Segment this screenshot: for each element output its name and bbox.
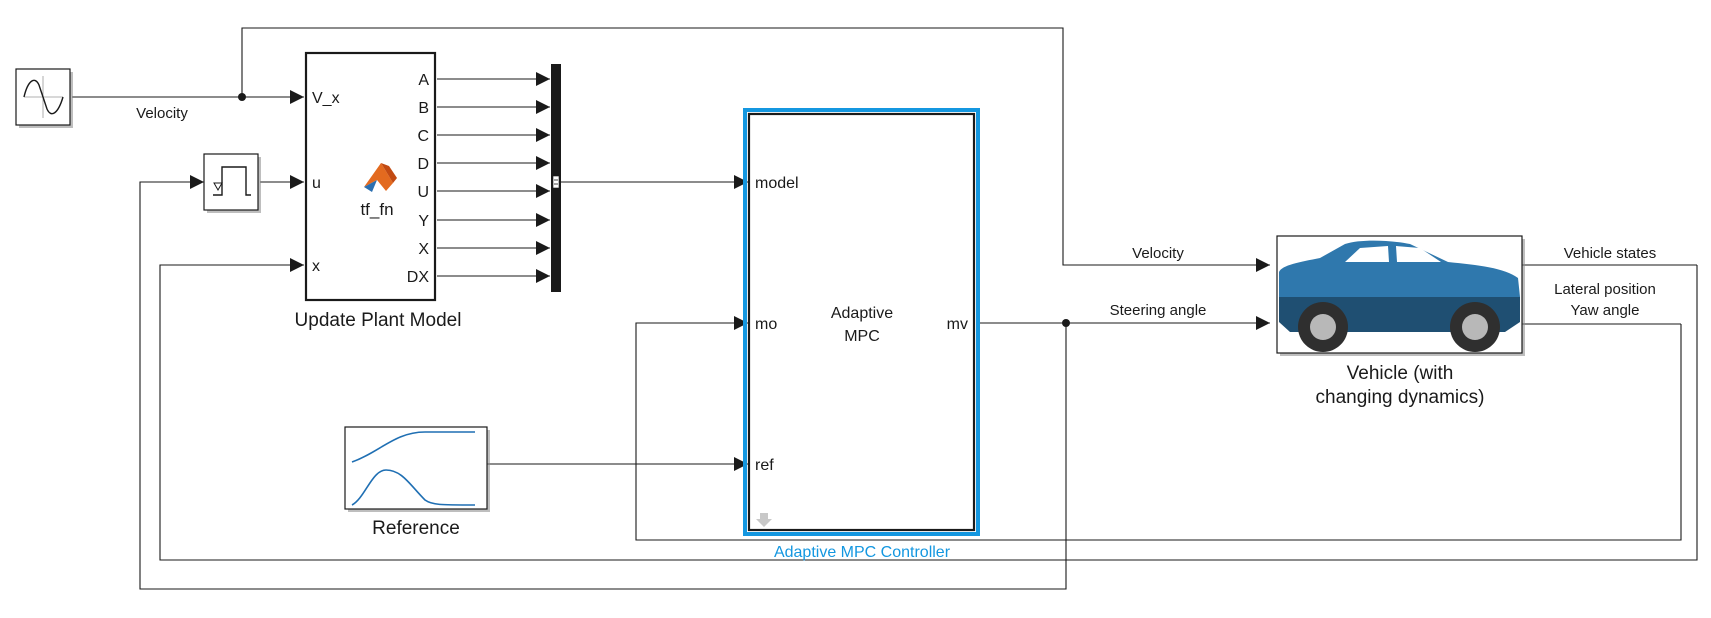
selection-highlight: [743, 108, 980, 536]
port-C: C: [417, 128, 429, 145]
measured-output-wire[interactable]: [635, 316, 1682, 541]
vehicle-title-line1: Vehicle (with: [1347, 363, 1454, 384]
port-D: D: [417, 156, 429, 173]
car-icon: [1279, 240, 1520, 352]
plant-output-wires: [437, 72, 550, 283]
vehicle-states-label: Vehicle states: [1564, 245, 1657, 262]
port-mv: mv: [947, 316, 968, 333]
port-B: B: [418, 100, 429, 117]
port-U: U: [417, 184, 429, 201]
reference-curve-1: [351, 431, 475, 463]
reference-block[interactable]: [344, 426, 490, 512]
down-arrow-icon: [756, 513, 772, 527]
port-DX: DX: [407, 269, 430, 286]
port-X: X: [418, 241, 429, 258]
vehicle-title-line2: changing dynamics): [1316, 387, 1485, 408]
sine-wave-block[interactable]: [15, 68, 73, 128]
signal-lines: [72, 27, 1698, 590]
mpc-title-line1: Adaptive: [831, 305, 893, 322]
velocity-to-vehicle-wire[interactable]: [241, 27, 1270, 272]
port-model: model: [755, 175, 799, 192]
bus-creator-block[interactable]: [551, 64, 561, 292]
mpc-title-line2: MPC: [844, 328, 880, 345]
vehicle-velocity-label: Velocity: [1132, 245, 1184, 262]
reference-title: Reference: [372, 518, 460, 539]
velocity-signal-label: Velocity: [136, 105, 188, 122]
function-name: tf_fn: [360, 200, 393, 219]
update-plant-model-block[interactable]: V_x u x A B C D U Y X DX tf_fn: [304, 51, 437, 302]
sine-icon: [23, 79, 64, 115]
port-u: u: [312, 175, 321, 192]
update-plant-model-title: Update Plant Model: [295, 310, 462, 331]
unit-delay-block[interactable]: [203, 153, 261, 213]
port-ref: ref: [755, 457, 774, 474]
port-A: A: [418, 72, 429, 89]
delay-step-icon: [213, 166, 251, 196]
steering-angle-label: Steering angle: [1110, 302, 1207, 319]
yaw-angle-label: Yaw angle: [1571, 302, 1640, 319]
reference-curve-2: [351, 469, 476, 506]
mv-to-delay-wire[interactable]: [139, 175, 1067, 590]
lateral-position-label: Lateral position: [1554, 281, 1656, 298]
states-feedback-wire[interactable]: [159, 258, 1698, 561]
adaptive-mpc-caption: Adaptive MPC Controller: [774, 544, 951, 561]
port-vx: V_x: [312, 90, 340, 107]
adaptive-mpc-block[interactable]: model mo ref mv Adaptive MPC: [743, 108, 980, 536]
trigger-icon: [213, 182, 223, 192]
vehicle-block[interactable]: [1276, 235, 1525, 356]
port-Y: Y: [418, 213, 429, 230]
port-mo: mo: [755, 316, 777, 333]
matlab-function-icon: [364, 163, 397, 192]
port-x: x: [312, 258, 320, 275]
